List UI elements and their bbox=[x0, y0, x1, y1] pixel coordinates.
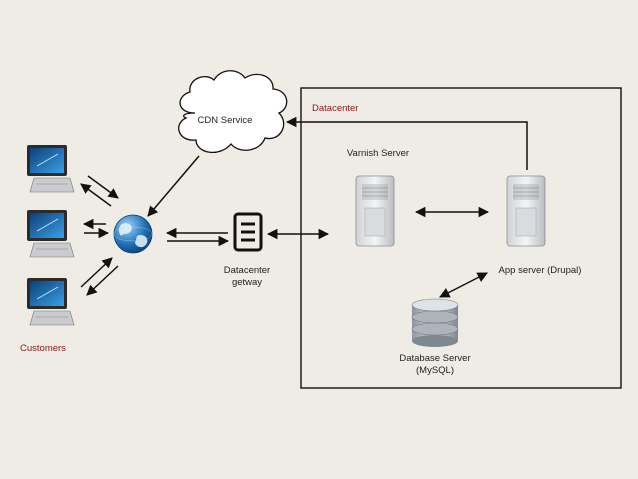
database-label-line1: Database Server bbox=[399, 353, 471, 364]
app-server-label: App server (Drupal) bbox=[498, 265, 582, 276]
tower-server-icon bbox=[355, 175, 395, 247]
gateway-label-line1: Datacenter bbox=[223, 265, 271, 276]
database-label-line2: (MySQL) bbox=[416, 365, 454, 376]
arrow-globe-to-desktop1 bbox=[80, 183, 112, 207]
customer-desktop-1 bbox=[27, 145, 75, 193]
varnish-server-label: Varnish Server bbox=[346, 148, 410, 159]
customer-desktop-3 bbox=[27, 278, 75, 326]
globe-icon bbox=[113, 214, 153, 254]
cloud-icon bbox=[178, 70, 288, 153]
arrow-desktop3-to-globe bbox=[80, 257, 113, 288]
gateway-label-line2: getway bbox=[231, 277, 263, 288]
arrow-cdn-to-globe bbox=[147, 155, 200, 217]
customers-label: Customers bbox=[20, 343, 66, 354]
datacenter-label: Datacenter bbox=[312, 103, 359, 114]
arrow-app-to-cdn bbox=[285, 116, 528, 170]
database-server-label: Database Server (MySQL) bbox=[390, 353, 480, 377]
customer-desktop-2 bbox=[27, 210, 75, 258]
cdn-service-label: CDN Service bbox=[197, 115, 253, 126]
database-icon bbox=[411, 298, 459, 347]
gateway-label: Datacenter getway bbox=[212, 265, 282, 289]
datacenter-boundary bbox=[300, 87, 622, 389]
arrow-globe-to-desktop3 bbox=[86, 265, 119, 296]
arrow-app-db bbox=[439, 272, 488, 298]
arrow-desktop1-to-globe bbox=[87, 175, 119, 199]
document-icon bbox=[233, 212, 263, 252]
tower-server-icon bbox=[506, 175, 546, 247]
connections bbox=[80, 116, 528, 298]
